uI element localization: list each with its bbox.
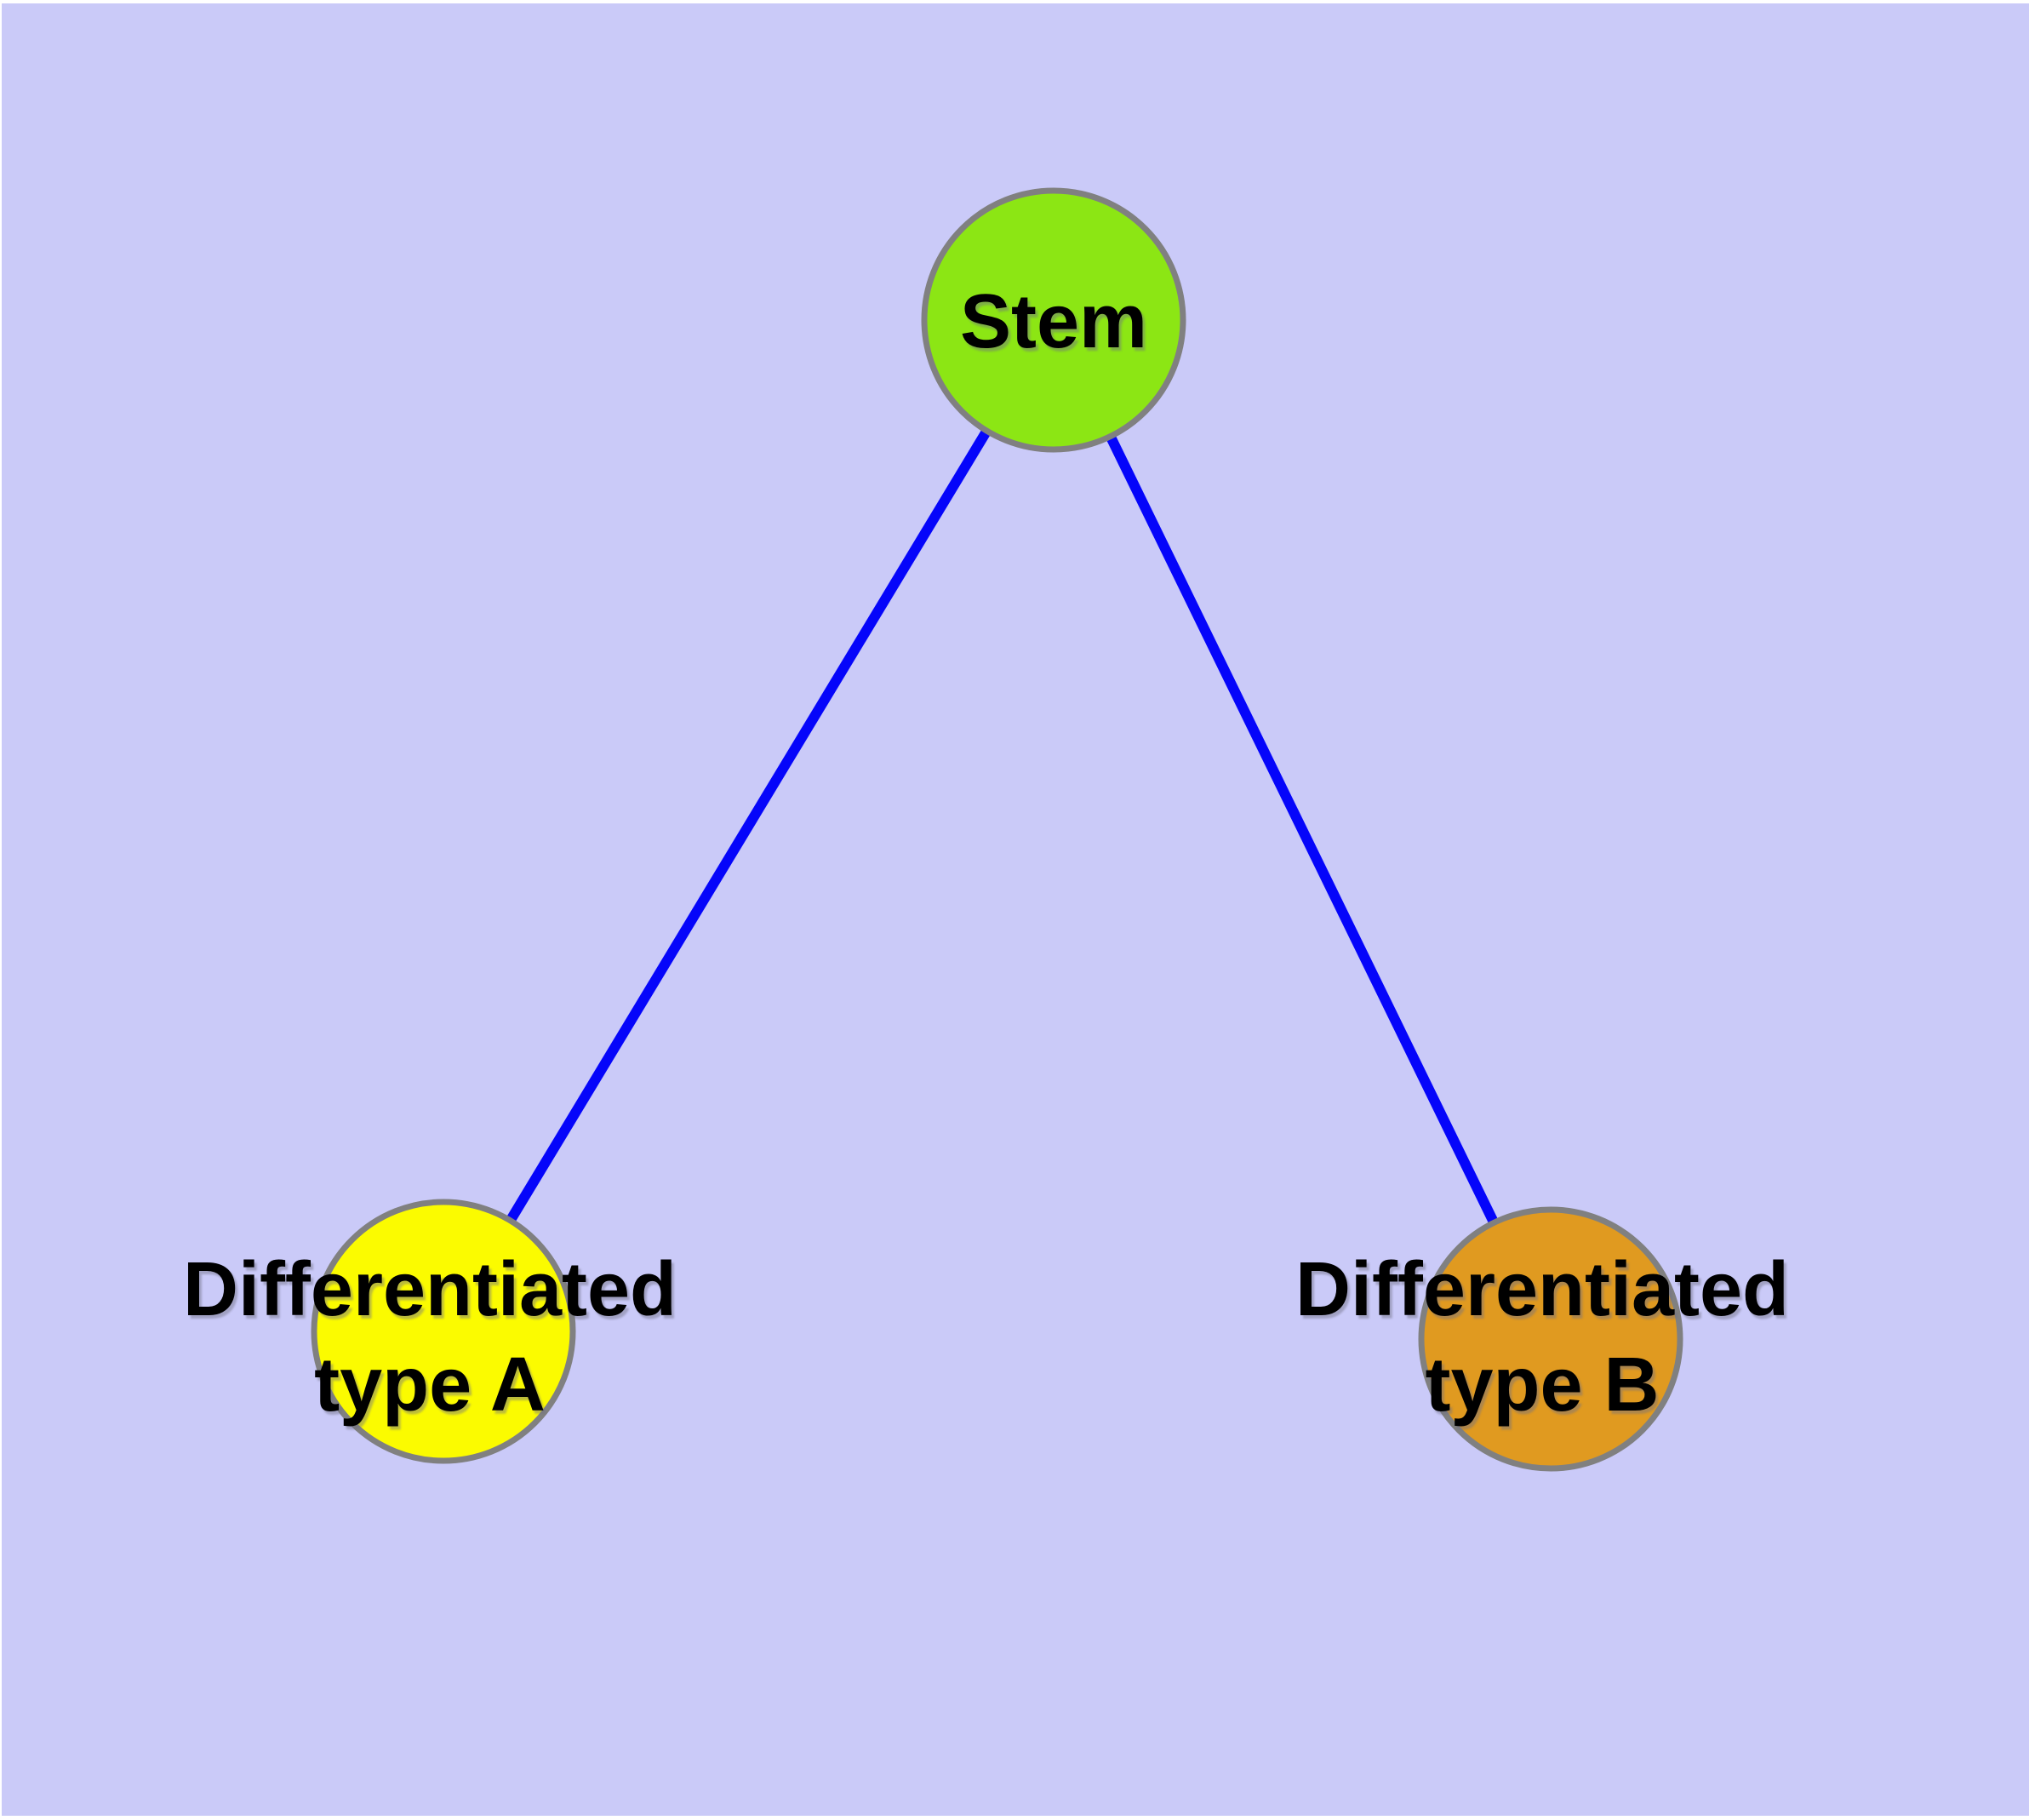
node-diff-a: Differentiated type A	[183, 1199, 677, 1464]
node-diff-b-label-line1: Differentiated	[1295, 1247, 1789, 1332]
node-stem: Stem	[921, 187, 1186, 453]
node-diff-a-label-line2: type A	[314, 1342, 546, 1428]
edge-stem-to-diff-a	[438, 317, 1059, 1335]
node-diff-b-label-line2: type B	[1425, 1342, 1659, 1428]
edge-stem-to-diff-b	[1049, 318, 1556, 1342]
node-diff-b: Differentiated type B	[1295, 1206, 1789, 1472]
node-diff-a-circle	[311, 1199, 576, 1464]
node-stem-label: Stem	[960, 279, 1147, 364]
node-diff-b-circle	[1418, 1206, 1683, 1472]
node-diff-a-label-line1: Differentiated	[183, 1247, 677, 1332]
node-stem-circle	[921, 187, 1186, 453]
